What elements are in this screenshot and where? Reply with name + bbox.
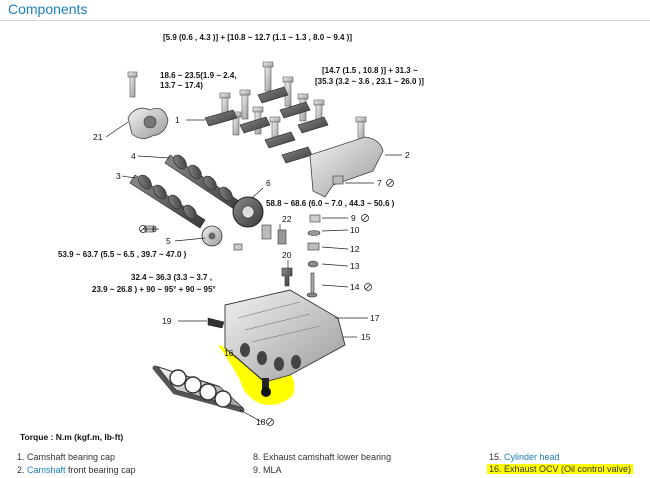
leader-lines xyxy=(105,119,402,423)
head-ports xyxy=(240,343,301,371)
torque-callout-2a: [14.7 (1.5 , 10.8 )] + 31.3 ~ xyxy=(322,66,418,75)
part-number-13: 13 xyxy=(350,261,360,271)
part-number-12: 12 xyxy=(350,244,360,254)
part-number-17: 17 xyxy=(370,313,380,323)
part-number-9: 9 xyxy=(351,213,356,223)
torque-callout-6a: 32.4 ~ 36.3 (3.3 ~ 3.7 , xyxy=(131,273,212,282)
legend-item-8-text: 8. Exhaust camshaft lower bearing xyxy=(253,452,392,462)
front-bearing-cap xyxy=(309,136,384,198)
page-title: Components xyxy=(8,1,88,17)
torque-units-label: Torque : N.m (kgf.m, lb-ft) xyxy=(20,432,124,442)
part-number-15: 15 xyxy=(361,332,371,342)
part-19-fitting xyxy=(207,317,225,329)
legend-item-9: 9. MLA xyxy=(253,465,282,475)
camshafts xyxy=(129,154,246,229)
part-20-fitting xyxy=(281,267,293,287)
cam-sprocket xyxy=(232,196,264,228)
legend-item-15: 15. Cylinder head xyxy=(489,452,560,462)
legend-item-9-text: 9. MLA xyxy=(253,465,282,475)
legend-item-2: 2. Camshaft front bearing cap xyxy=(17,465,136,475)
part-number-4: 4 xyxy=(131,151,136,161)
part-number-6: 6 xyxy=(266,178,271,188)
part-number-22: 22 xyxy=(282,214,292,224)
legend-item-2-prefix: 2. xyxy=(17,465,28,475)
part-number-1: 1 xyxy=(175,115,180,125)
cylinder-head-link[interactable]: Cylinder head xyxy=(504,452,560,462)
legend-item-2-suffix: front bearing cap xyxy=(65,465,136,475)
torque-callouts: [5.9 (0.6 , 4.3 )] + [10.8 ~ 12.7 (1.1 ~… xyxy=(58,33,424,294)
part-numbers: 1 2 3 4 5 6 7 8 9 10 12 13 14 15 16 17 1… xyxy=(93,115,410,427)
part-number-14: 14 xyxy=(350,282,360,292)
part-number-20: 20 xyxy=(282,250,292,260)
part-number-8: 8 xyxy=(152,224,157,234)
replace-symbols xyxy=(139,179,394,426)
legend-item-1-text: 1. Camshaft bearing cap xyxy=(17,452,116,462)
components-diagram: [5.9 (0.6 , 4.3 )] + [10.8 ~ 12.7 (1.1 ~… xyxy=(58,33,424,427)
part-number-21: 21 xyxy=(93,132,103,142)
head-gasket xyxy=(152,365,245,413)
part-number-19: 19 xyxy=(162,316,172,326)
title-divider xyxy=(0,20,650,21)
torque-callout-4: 58.8 ~ 68.6 (6.0 ~ 7.0 , 44.3 ~ 50.6 ) xyxy=(266,199,395,208)
cam-sprocket-lower xyxy=(201,225,223,247)
torque-callout-1: [5.9 (0.6 , 4.3 )] + [10.8 ~ 12.7 (1.1 ~… xyxy=(163,33,352,42)
legend-item-16: 16. Exhaust OCV (Oil control valve) xyxy=(487,464,634,474)
torque-callout-3b: 13.7 ~ 17.4) xyxy=(160,81,203,90)
part-number-7: 7 xyxy=(377,178,382,188)
cylinder-head xyxy=(224,289,346,383)
part-number-3: 3 xyxy=(116,171,121,181)
exhaust-ocv xyxy=(261,378,271,397)
legend-item-16-text: 16. Exhaust OCV (Oil control valve) xyxy=(489,464,632,474)
torque-callout-5: 53.9 ~ 63.7 (5.5 ~ 6.5 , 39.7 ~ 47.0 ) xyxy=(58,250,187,259)
legend-item-8: 8. Exhaust camshaft lower bearing xyxy=(253,452,391,462)
head-details xyxy=(237,301,321,343)
torque-callout-3a: 18.6 ~ 23.5(1.9 ~ 2.4, xyxy=(160,71,237,80)
torque-callout-2b: [35.3 (3.2 ~ 3.6 , 23.1 ~ 26.0 )] xyxy=(315,77,424,86)
part-number-16: 16 xyxy=(224,348,234,358)
part-number-2: 2 xyxy=(405,150,410,160)
part-number-18: 18 xyxy=(256,417,266,427)
bearing-caps xyxy=(204,86,329,164)
part-number-10: 10 xyxy=(350,225,360,235)
torque-callout-6b: 23.9 ~ 26.8 ) + 90 ~ 95° + 90 ~ 95° xyxy=(92,285,216,294)
legend-item-1: 1. Camshaft bearing cap xyxy=(17,452,115,462)
legend-item-15-prefix: 15. xyxy=(489,452,505,462)
camshaft-link[interactable]: Camshaft xyxy=(27,465,66,475)
part-number-5: 5 xyxy=(166,236,171,246)
